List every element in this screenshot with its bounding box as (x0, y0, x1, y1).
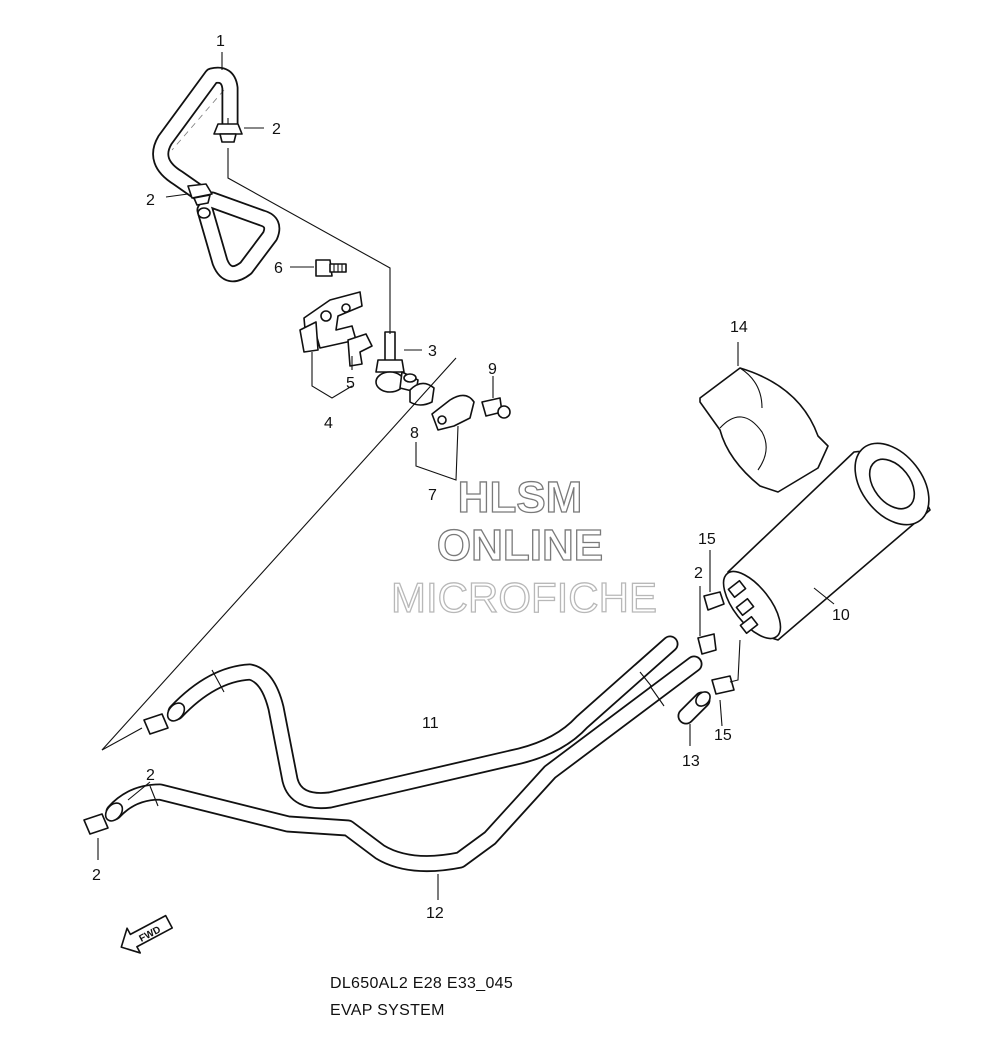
clip-5 (347, 333, 373, 367)
clamp-15-lower (711, 675, 735, 695)
clamp-upper (213, 118, 243, 143)
watermark-line-3: MICROFICHE (391, 574, 657, 621)
watermark-line-1: HLSM (458, 473, 583, 522)
callout-2: 2 (146, 192, 155, 209)
hose-12 (104, 655, 703, 873)
clamp-hose-11-end (143, 713, 169, 735)
callout-5: 5 (346, 375, 355, 392)
canister-10 (722, 442, 931, 641)
hose-1 (152, 66, 281, 283)
callout-1: 1 (216, 33, 225, 50)
diagram-title: EVAP SYSTEM (330, 1002, 445, 1019)
callout-13: 13 (682, 753, 700, 770)
callout-2: 2 (272, 121, 281, 138)
valve-3 (375, 331, 419, 393)
callout-4: 4 (324, 415, 333, 432)
clamp-middle (187, 183, 213, 219)
fwd-arrow: FWD (120, 914, 174, 954)
fwd-label: FWD (138, 924, 163, 944)
callout-15: 15 (714, 727, 732, 744)
screw-9 (481, 397, 511, 419)
callout-2: 2 (146, 767, 155, 784)
callout-2: 2 (694, 565, 703, 582)
watermark-line-2: ONLINE (437, 521, 603, 570)
hose-11 (166, 635, 679, 810)
watermark: HLSM ONLINE MICROFICHE (390, 472, 657, 621)
hose-13 (677, 691, 711, 725)
callout-12: 12 (426, 905, 444, 922)
callout-8: 8 (410, 425, 419, 442)
callout-3: 3 (428, 343, 437, 360)
callout-14: 14 (730, 319, 748, 336)
callout-15: 15 (698, 531, 716, 548)
bracket-7 (431, 394, 475, 431)
clamp-hose-12-end (83, 813, 109, 835)
callout-10: 10 (832, 607, 850, 624)
leader-lines (97, 52, 835, 900)
callout-9: 9 (488, 361, 497, 378)
clamp-canister-mid (697, 633, 717, 655)
callout-11: 11 (422, 715, 439, 732)
callout-7: 7 (428, 487, 437, 504)
callout-6: 6 (274, 260, 283, 277)
cover-14 (699, 367, 829, 493)
clamp-canister-upper (703, 591, 725, 611)
bolt-6 (315, 259, 347, 277)
callout-2: 2 (92, 867, 101, 884)
diagram-code: DL650AL2 E28 E33_045 (330, 975, 513, 992)
callout-labels: 1 2 2 6 3 5 4 9 8 7 14 15 2 10 11 2 2 13… (92, 33, 850, 922)
bracket-4 (299, 291, 363, 353)
